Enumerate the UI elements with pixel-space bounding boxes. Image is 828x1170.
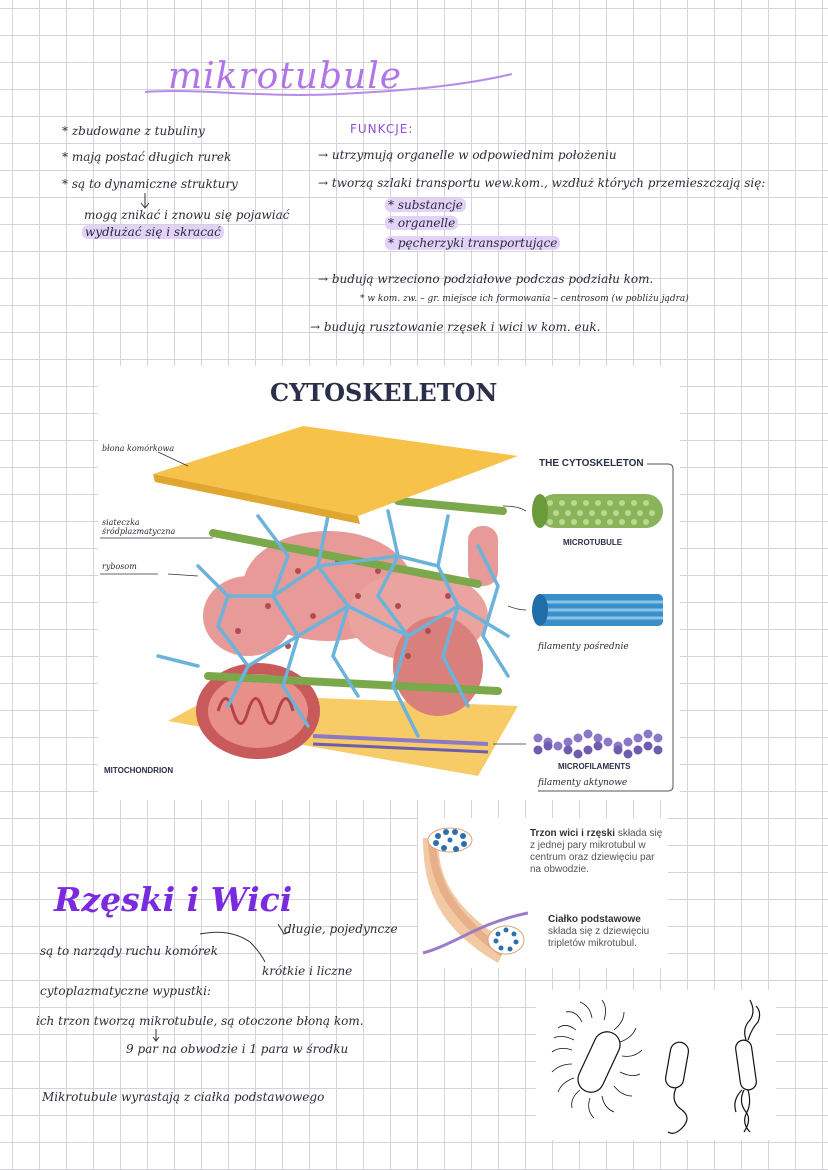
- function-subitem: * pęcherzyki transportujące: [385, 236, 561, 250]
- cilia-text-basal-bold: Ciałko podstawowe: [548, 914, 641, 925]
- function-item: → tworzą szlaki transportu wew.kom., wzd…: [318, 176, 766, 190]
- note-line: mogą znikać i znowu się pojawiać: [84, 208, 290, 222]
- label-mitochondrion: MITOCHONDRION: [104, 766, 174, 775]
- cytoskeleton-illustration: [100, 426, 674, 792]
- note-long: długie, pojedyncze: [284, 922, 398, 936]
- function-subitem: * w kom. zw. – gr. miejsce ich formowani…: [360, 294, 689, 304]
- page-title: mikrotubule: [168, 56, 403, 97]
- label-er: siateczka śródplazmatyczna: [102, 518, 176, 536]
- cilia-illustration: [422, 827, 528, 963]
- label-ribosome: rybosom: [102, 562, 137, 571]
- cilia-heading: Rzęski i Wici: [54, 880, 293, 919]
- functions-heading: FUNKCJE:: [350, 122, 414, 136]
- label-microtubule: MICROTUBULE: [563, 538, 623, 547]
- arrow-down-icon: [140, 193, 150, 209]
- note-line: wydłużać się i skracać: [82, 225, 224, 239]
- arrow-down-icon: [152, 1029, 160, 1042]
- note-line: cytoplazmatyczne wypustki:: [40, 984, 211, 998]
- note-line: * są to dynamiczne struktury: [62, 177, 238, 191]
- bacteria-figure: [536, 990, 776, 1140]
- label-intermediate-filaments: filamenty pośrednie: [538, 642, 629, 652]
- connector-lines: [199, 923, 291, 963]
- title-underline: [144, 73, 513, 96]
- cilia-text-basal: Ciałko podstawowe składa się z dziewięci…: [548, 914, 666, 950]
- note-line: * zbudowane z tubuliny: [62, 124, 205, 138]
- cilia-text-shaft-bold: Trzon wici i rzęski: [530, 828, 616, 839]
- function-item: → budują wrzeciono podziałowe podczas po…: [318, 272, 654, 286]
- cilia-figure: Trzon wici i rzęski składa się z jednej …: [418, 818, 668, 968]
- note-line: * mają postać długich rurek: [62, 150, 232, 164]
- note-line: ich trzon tworzą mikrotubule, są otoczon…: [36, 1014, 364, 1028]
- cilia-text-shaft-rest: składa się z jednej pary mikrotubul w ce…: [530, 828, 663, 875]
- note-line: Mikrotubule wyrastają z ciałka podstawow…: [42, 1090, 325, 1104]
- cytoskeleton-title: CYTOSKELETON: [270, 378, 498, 407]
- panel-title: THE CYTOSKELETON: [536, 458, 647, 469]
- note-line: 9 par na obwodzie i 1 para w środku: [126, 1042, 349, 1056]
- label-membrane: błona komórkowa: [102, 444, 175, 453]
- bacteria-illustration: [551, 999, 761, 1134]
- cytoskeleton-figure: CYTOSKELETON: [98, 366, 680, 800]
- label-actin-filaments: filamenty aktynowe: [538, 778, 628, 788]
- function-subitem: * organelle: [385, 216, 459, 230]
- note-line: są to narządy ruchu komórek: [40, 944, 219, 958]
- cilia-text-basal-rest: składa się z dziewięciu tripletów mikrot…: [548, 926, 650, 949]
- cilia-text-shaft: Trzon wici i rzęski składa się z jednej …: [530, 828, 666, 876]
- function-subitem: * substancje: [385, 198, 466, 212]
- function-item: → utrzymują organelle w odpowiednim poło…: [318, 148, 617, 162]
- label-microfilaments: MICROFILAMENTS: [558, 762, 631, 771]
- function-item: → budują rusztowanie rzęsek i wici w kom…: [310, 320, 601, 334]
- note-short: krótkie i liczne: [262, 964, 353, 978]
